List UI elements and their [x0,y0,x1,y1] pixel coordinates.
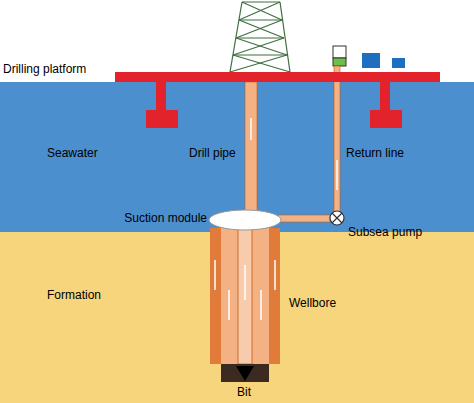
deck-unit [362,53,380,68]
return-line-pipe [334,66,340,214]
tank-base [333,58,346,66]
part-label: Return line [346,146,404,160]
pump-cross [332,213,342,223]
platform-label: Drilling platform [3,62,86,76]
derrick [230,2,290,72]
annulus [221,228,269,364]
drill-pipe [245,82,257,212]
tank [333,46,346,58]
drill-bit [221,364,269,382]
part-label: Suction module [124,211,207,225]
platform-deck [115,72,440,82]
region-label: Seawater [47,146,98,160]
suction-module [209,210,281,230]
part-label: Drill pipe [189,146,236,160]
flow-marks [215,260,275,320]
seawater-region [0,82,474,232]
subsea-pump [330,211,344,225]
part-label: Subsea pump [348,225,422,239]
part-label: Wellbore [289,296,336,310]
bit-cutter [236,366,254,381]
drill-string [238,228,252,364]
part-label: Bit [237,385,251,399]
suction-pipe [278,215,330,222]
region-label: Formation [47,288,101,302]
flow-mark [250,118,252,140]
platform-legs [146,82,402,128]
wellbore-wall [210,228,280,364]
pump-cross [332,213,342,223]
deck-unit [392,58,405,68]
flow-mark [336,160,338,190]
